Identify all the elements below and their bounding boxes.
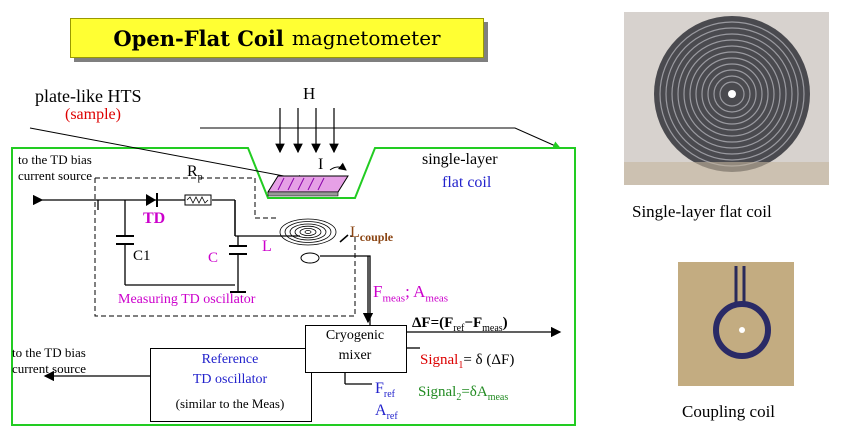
spiral-coil-image bbox=[624, 12, 829, 185]
bias-top-line1: to the TD bias bbox=[18, 152, 92, 167]
circuit-diagram bbox=[11, 108, 576, 426]
f-meas-label: Fmeas; Ameas bbox=[373, 282, 449, 305]
cryostat-boundary bbox=[11, 147, 576, 426]
signal1-formula: Signal1= δ (ΔF) bbox=[420, 352, 515, 371]
tunnel-diode bbox=[146, 193, 158, 207]
bias-bottom-line1: to the TD bias bbox=[12, 345, 86, 360]
circuit-wires bbox=[32, 194, 371, 325]
c-label: C bbox=[208, 250, 219, 266]
delta-f-formula: ΔF=(Fref−Fmeas) bbox=[412, 315, 508, 334]
td-label: TD bbox=[143, 210, 166, 227]
current-label: I bbox=[318, 156, 324, 173]
l-couple-label: Lcouple bbox=[350, 224, 394, 245]
coupling-coil-image bbox=[678, 262, 794, 386]
l-label: L bbox=[262, 238, 272, 255]
cryogenic-mixer-box bbox=[305, 325, 407, 373]
bias-top-line2: current source bbox=[18, 168, 92, 183]
flat-coil-label-line2: flat coil bbox=[442, 174, 492, 191]
title-rest: magnetometer bbox=[291, 26, 441, 50]
bias-bottom-line2: current source bbox=[12, 361, 86, 376]
title-bold: Open-Flat Coil bbox=[113, 25, 284, 51]
title-banner: Open-Flat Coil magnetometer bbox=[70, 18, 484, 58]
coupling-loop bbox=[300, 252, 320, 264]
sample-label-line1: plate-like HTS bbox=[35, 86, 142, 106]
a-ref-label: Aref bbox=[375, 402, 398, 423]
flat-coil bbox=[279, 218, 337, 246]
hts-sample bbox=[267, 162, 349, 197]
resistor-label: Rp bbox=[187, 163, 203, 184]
flat-coil-label-line1: single-layer bbox=[422, 151, 498, 168]
field-label: H bbox=[303, 84, 316, 103]
flat-coil-caption: Single-layer flat coil bbox=[632, 202, 772, 221]
capacitor-c1 bbox=[116, 235, 134, 245]
measuring-osc-label: Measuring TD oscillator bbox=[118, 292, 256, 307]
coupling-coil-caption: Coupling coil bbox=[682, 402, 776, 421]
ref-osc-line3: (similar to the Meas) bbox=[175, 396, 285, 411]
f-ref-label: Fref bbox=[375, 380, 396, 401]
signal2-formula: Signal2=δAmeas bbox=[418, 384, 509, 403]
sample-label-line2: (sample) bbox=[65, 106, 121, 123]
measuring-osc-boundary bbox=[94, 178, 356, 317]
capacitor-c bbox=[229, 245, 247, 255]
reference-oscillator-box bbox=[150, 348, 312, 422]
mixer-line1: Cryogenic bbox=[325, 328, 385, 343]
c1-label: C1 bbox=[133, 248, 151, 264]
field-arrows bbox=[275, 108, 339, 154]
mixer-line2: mixer bbox=[338, 348, 372, 363]
resistor-rp bbox=[184, 194, 212, 206]
flat-coil-photo bbox=[624, 12, 829, 185]
ref-osc-line2: TD oscillator bbox=[192, 372, 268, 387]
ref-osc-line1: Reference bbox=[201, 352, 259, 367]
coupling-coil-photo bbox=[678, 262, 794, 386]
